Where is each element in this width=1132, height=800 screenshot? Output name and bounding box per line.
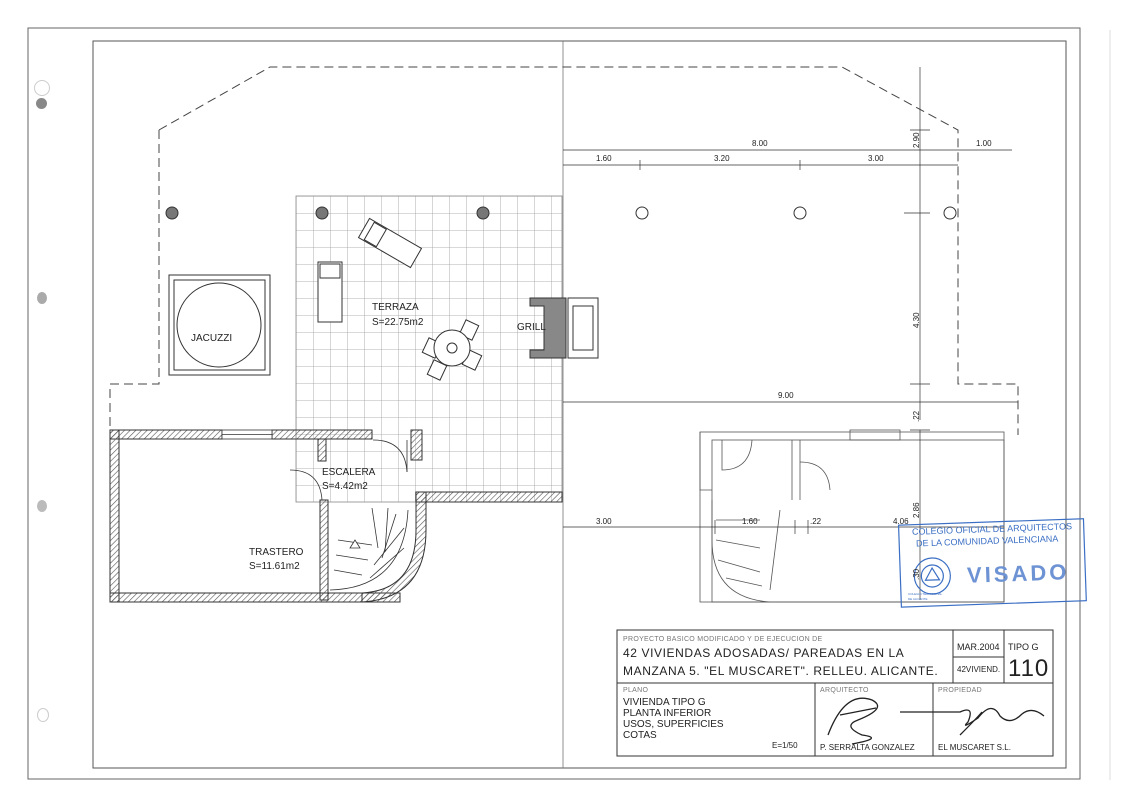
dimension-label-vertical: .22 [912, 410, 921, 422]
arquitecto-label: ARQUITECTO [820, 687, 869, 694]
dimension-label-vertical: 2.86 [912, 502, 921, 518]
binder-hole [36, 98, 47, 109]
dimension-label-vertical: 4.30 [912, 312, 921, 328]
plano-line: PLANTA INFERIOR [623, 708, 712, 719]
dimension-label-vertical: .30 [912, 568, 921, 580]
dimension-label: 3.20 [714, 154, 730, 163]
propiedad-label: PROPIEDAD [938, 687, 982, 694]
handwritten-signature-owner [900, 707, 1045, 736]
room-label-grill: GRILL [517, 322, 546, 333]
propiedad-name: EL MUSCARET S.L. [938, 743, 1011, 752]
binder-hole [37, 708, 49, 722]
plano-line: VIVIENDA TIPO G [623, 697, 706, 708]
binder-hole [37, 292, 47, 304]
arquitecto-name: P. SERRALTA GONZALEZ [820, 743, 915, 752]
project-title-line-1: 42 VIVIENDAS ADOSADAS/ PAREADAS EN LA [623, 646, 905, 660]
room-label-jacuzzi: JACUZZI [191, 333, 233, 344]
binder-hole [37, 500, 47, 512]
dimension-label: .22 [810, 517, 822, 526]
room-area-terraza: S=22.75m2 [372, 317, 424, 328]
handwritten-signature-architect [827, 697, 879, 745]
dimension-label: 8.00 [752, 139, 768, 148]
jacuzzi-fixture [168, 274, 271, 376]
project-label: PROYECTO BASICO MODIFICADO Y DE EJECUCIO… [623, 636, 823, 643]
roof-outline-dashed [109, 66, 1019, 435]
dimension-label: 9.00 [778, 391, 794, 400]
plano-line: USOS, SUPERFICIES [623, 719, 724, 730]
walls-left [109, 429, 563, 603]
window-trastero [221, 429, 273, 440]
walls-right [699, 429, 1005, 603]
inner-frame [92, 40, 1067, 769]
binder-hole [34, 80, 50, 96]
grill-fixture [529, 297, 599, 359]
stair-left [329, 507, 409, 591]
plano-label: PLANO [623, 687, 649, 694]
tipo-field: TIPO G [1008, 642, 1039, 652]
dimension-label: 1.60 [742, 517, 758, 526]
plano-line: COTAS [623, 730, 657, 741]
stamp-visado: VISADO [966, 559, 1070, 588]
column-markers [165, 206, 957, 220]
room-area-escalera: S=4.42m2 [322, 481, 368, 492]
door-escalera [289, 439, 408, 501]
dimension-label: 1.00 [976, 139, 992, 148]
date-field: MAR.2004 [957, 642, 1000, 652]
dimension-label: 3.00 [596, 517, 612, 526]
room-label-trastero: TRASTERO [249, 547, 304, 558]
project-title-line-2: MANZANA 5. "EL MUSCARET". RELLEU. ALICAN… [623, 664, 939, 678]
stamp-seal-line-1: COLEGIO TERRITORIAL [908, 592, 943, 596]
room-area-trastero: S=11.61m2 [249, 561, 300, 572]
room-label-terraza: TERRAZA [372, 302, 419, 313]
visado-stamp [897, 518, 1087, 608]
dimension-lines [563, 67, 1018, 600]
dimension-label-vertical: 2.90 [912, 132, 921, 148]
scale-field: E=1/50 [772, 741, 798, 750]
outer-frame [27, 27, 1081, 780]
reference-field: 42VIVIEND. [957, 665, 1001, 674]
dimension-label: 3.00 [868, 154, 884, 163]
dimension-label: 1.60 [596, 154, 612, 163]
sheet-number: 110 [1008, 655, 1050, 682]
lounger-furniture [317, 217, 423, 323]
title-block-frame [616, 629, 1054, 757]
stamp-seal-line-2: DE ALICANTE [908, 597, 928, 601]
room-label-escalera: ESCALERA [322, 467, 376, 478]
dimension-label: 4.06 [893, 517, 909, 526]
table-set [421, 319, 483, 381]
